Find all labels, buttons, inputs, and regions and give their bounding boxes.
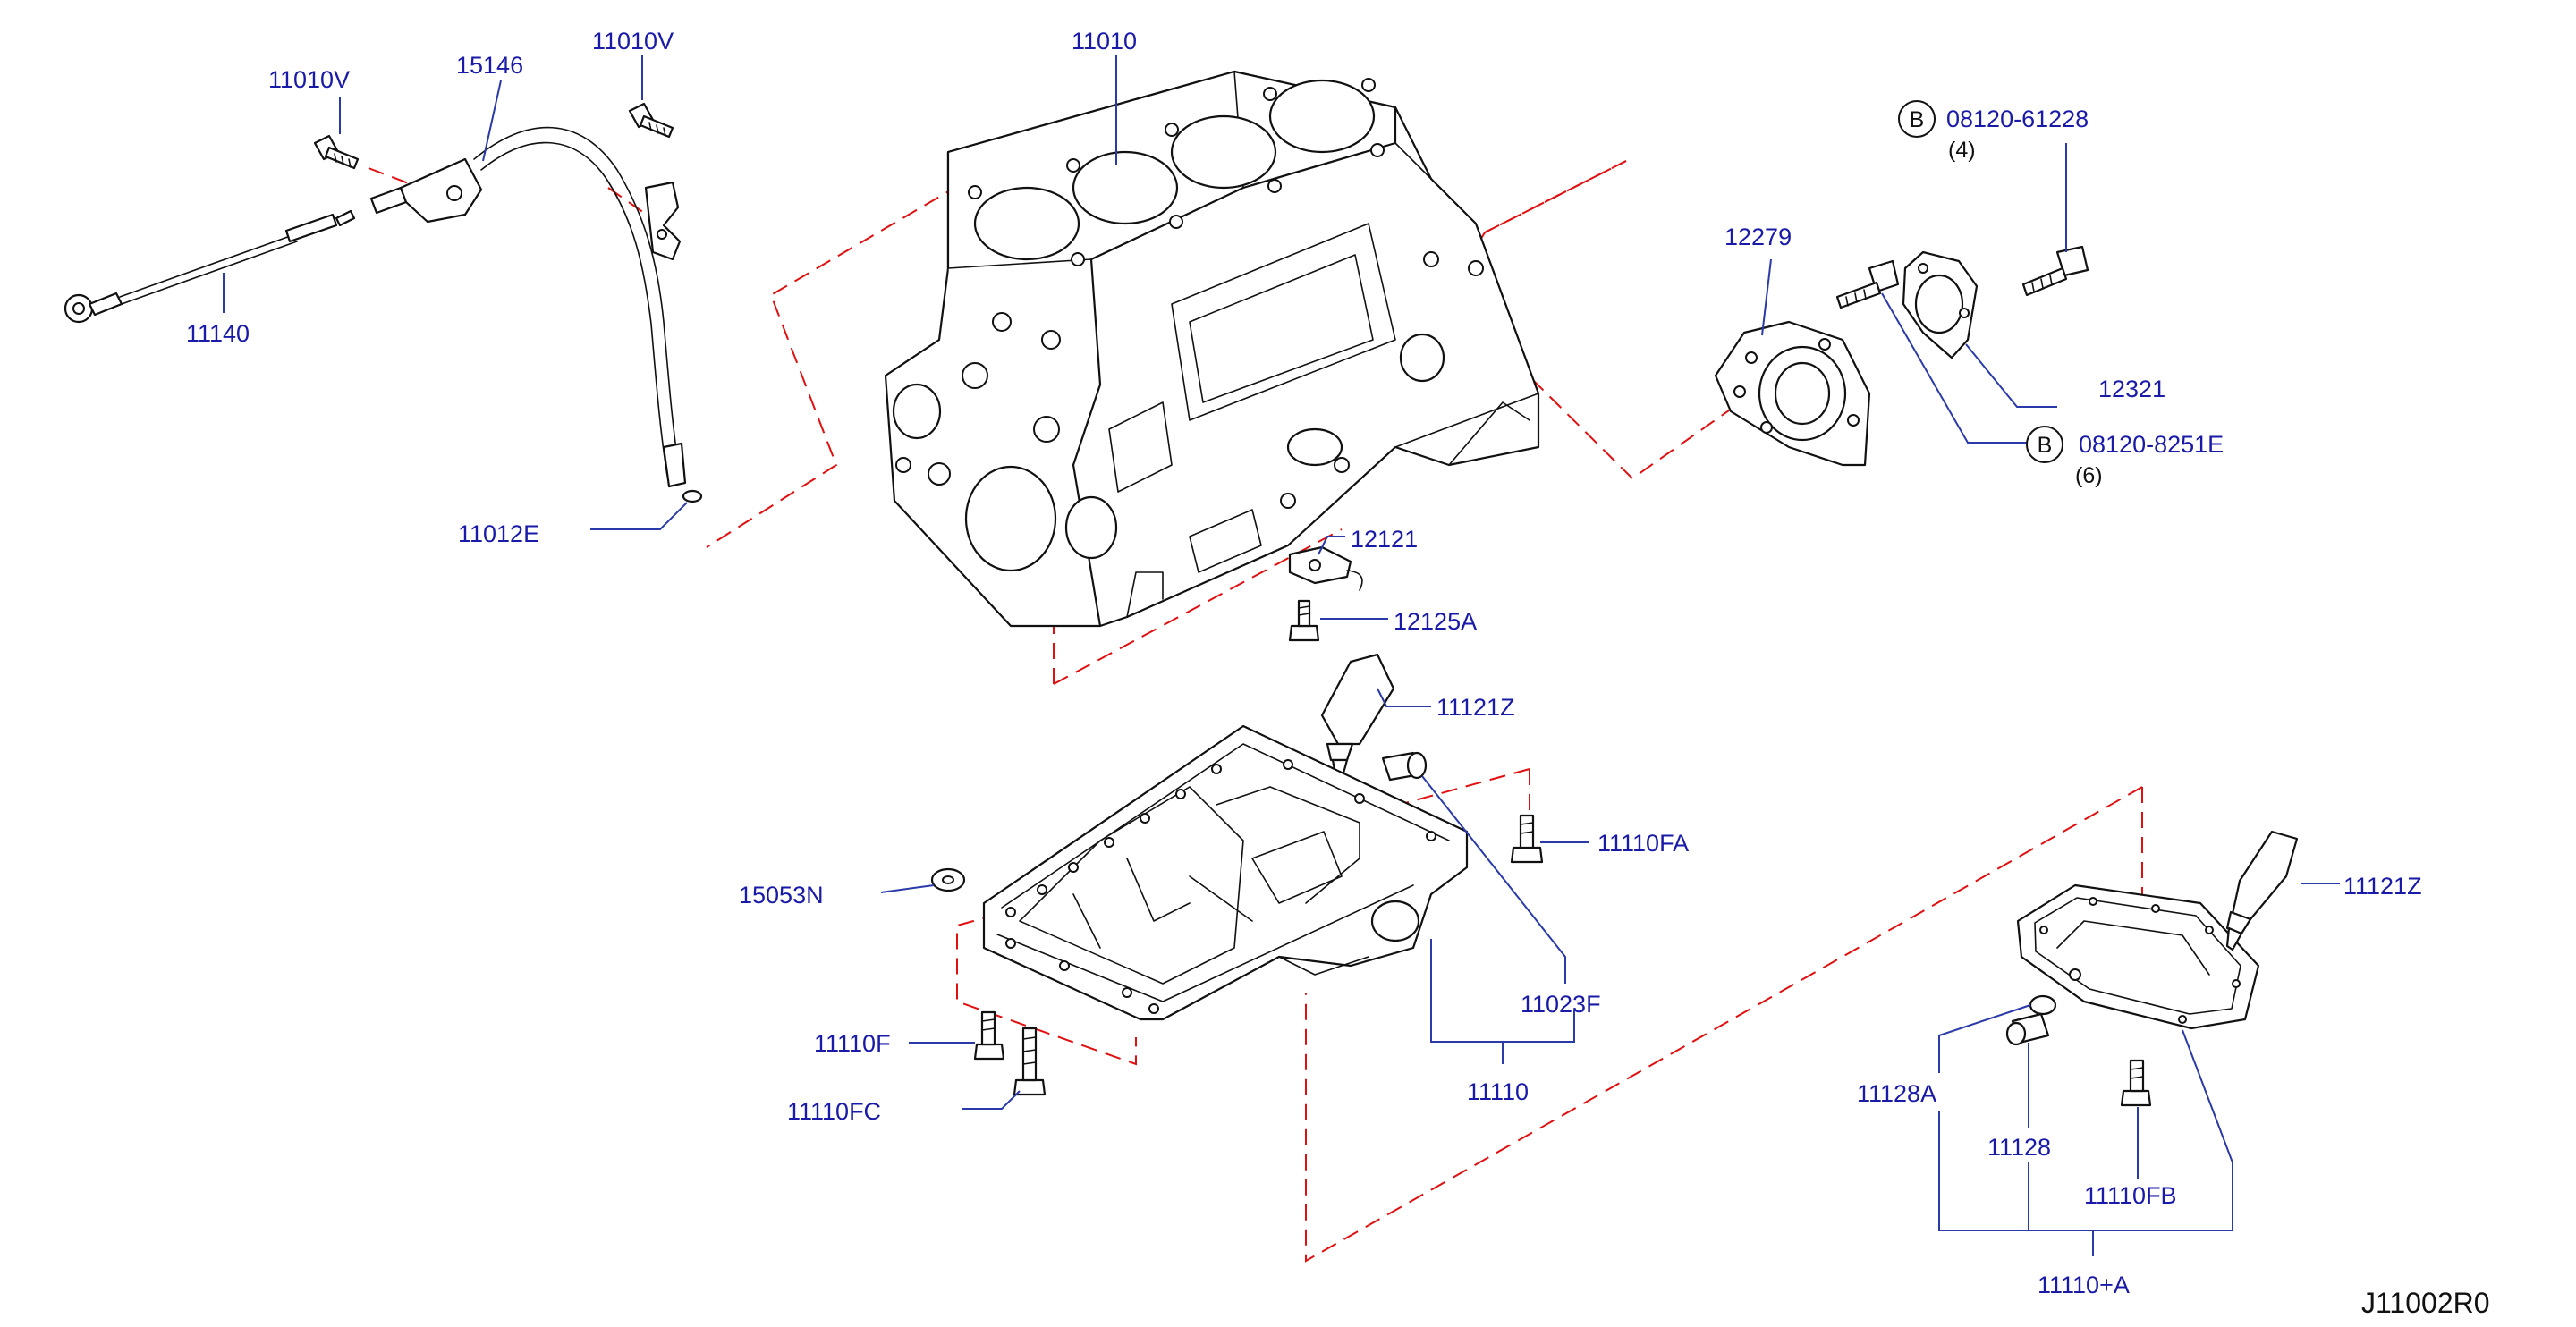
label-11121Z-lower[interactable]: 11121Z: [2343, 873, 2422, 900]
bolt-12125A[interactable]: [1288, 599, 1320, 642]
label-15146[interactable]: 15146: [456, 52, 523, 79]
label-11110A[interactable]: 11110+A: [2038, 1272, 2130, 1298]
bolt-11010V-left[interactable]: [313, 134, 360, 170]
seal-retainer-12279[interactable]: [1714, 320, 1871, 467]
oil-pan-lower-11110A[interactable]: [2016, 883, 2260, 1030]
label-12125A[interactable]: 12125A: [1394, 608, 1477, 635]
qty-6: (6): [2075, 463, 2103, 488]
callout-B-upper: B: [1898, 100, 1936, 138]
drain-plug-11128[interactable]: [2005, 1012, 2050, 1046]
sealant-tube-11121Z-lower[interactable]: [2225, 830, 2299, 951]
bolt-11010V-right[interactable]: [628, 102, 674, 139]
part-labels: 11010V 15146 11010V 11140 11012E 11010 1…: [186, 28, 2490, 1319]
label-11110FB[interactable]: 11110FB: [2084, 1182, 2177, 1209]
label-11110[interactable]: 11110: [1467, 1078, 1529, 1105]
label-11110FA[interactable]: 11110FA: [1597, 830, 1689, 857]
bolt-08120-8251E[interactable]: [1835, 259, 1900, 309]
label-11010[interactable]: 11010: [1072, 28, 1137, 55]
label-11110FC[interactable]: 11110FC: [787, 1098, 881, 1125]
label-11012E[interactable]: 11012E: [458, 520, 539, 547]
bolt-11110FC[interactable]: [1013, 1027, 1046, 1096]
callout-B-lower: B: [2026, 426, 2063, 463]
guide-tube-15146[interactable]: [369, 126, 687, 488]
o-ring-11012E[interactable]: [682, 489, 703, 503]
svg-text:B: B: [1910, 107, 1925, 132]
dipstick-11140[interactable]: [64, 209, 356, 324]
label-15053N[interactable]: 15053N: [739, 882, 824, 909]
label-11110F[interactable]: 11110F: [814, 1030, 891, 1057]
label-11128A[interactable]: 11128A: [1857, 1080, 1936, 1107]
bolt-11110FA[interactable]: [1510, 814, 1544, 864]
cylinder-block-11010[interactable]: [884, 70, 1540, 628]
label-11140[interactable]: 11140: [186, 320, 250, 347]
label-11023F[interactable]: 11023F: [1521, 991, 1601, 1018]
washer-15053N[interactable]: [930, 867, 966, 892]
drain-plug-11023F[interactable]: [1381, 751, 1428, 782]
label-12321[interactable]: 12321: [2098, 376, 2165, 402]
label-11010V-right[interactable]: 11010V: [592, 28, 674, 55]
label-11010V-left[interactable]: 11010V: [268, 66, 350, 93]
washer-11128A[interactable]: [2029, 994, 2057, 1016]
qty-4: (4): [1948, 138, 1976, 163]
leader-lines: [223, 55, 2340, 1256]
label-08120-61228[interactable]: 08120-61228: [1946, 106, 2089, 132]
bracket-12121[interactable]: [1288, 545, 1363, 591]
label-11121Z-upper[interactable]: 11121Z: [1436, 694, 1515, 721]
bolt-11110FB[interactable]: [2120, 1059, 2152, 1107]
gasket-12321[interactable]: [1902, 250, 1979, 359]
label-11128[interactable]: 11128: [1987, 1134, 2051, 1161]
label-12279[interactable]: 12279: [1724, 224, 1792, 250]
svg-text:B: B: [2038, 433, 2053, 458]
bolt-08120-61228[interactable]: [2021, 245, 2089, 297]
bolt-11110F[interactable]: [973, 1010, 1005, 1061]
oil-pan-11110[interactable]: [982, 724, 1469, 1021]
diagram-reference-id: J11002R0: [2361, 1287, 2490, 1319]
label-12121[interactable]: 12121: [1351, 526, 1418, 553]
label-08120-8251E[interactable]: 08120-8251E: [2079, 431, 2224, 458]
